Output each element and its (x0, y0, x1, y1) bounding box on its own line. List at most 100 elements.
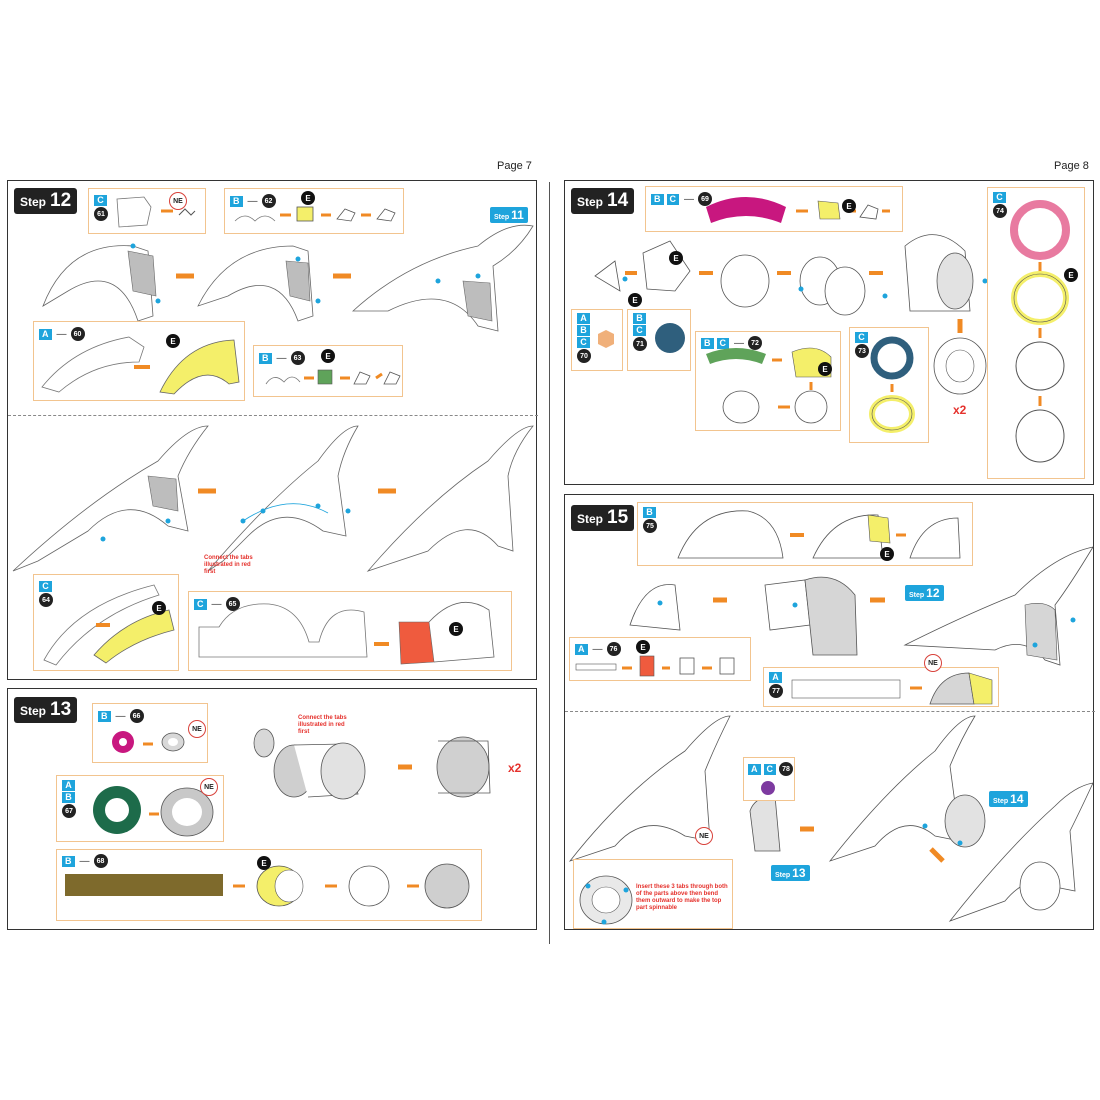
part-number: 63 (290, 351, 305, 365)
part-76-drawing (575, 655, 735, 677)
step-number: 12 (50, 190, 72, 211)
sheet-tag: B (577, 325, 590, 336)
step-12-wheel-arch-sequence (12, 425, 534, 572)
part-77-box: A 77 NE (763, 654, 999, 707)
connect-tabs-note: Connect the tabs illustrated in red firs… (298, 715, 347, 735)
part-66-box: B — 66 NE (92, 703, 208, 763)
step-15-assembly-sequence (629, 546, 1094, 666)
part-67-box: A B 67 NE (56, 775, 224, 842)
part-61-drawing (116, 196, 196, 228)
step-word: Step (20, 195, 47, 209)
step-12-badge: Step 12 (14, 188, 78, 214)
part-61-box: C 61 NE (88, 188, 206, 234)
tab-insert-detail-box: Insert these 3 tabs through both of the … (573, 859, 733, 929)
part-number: 62 (261, 194, 276, 208)
part-65-drawing (198, 602, 495, 665)
part-62-box: B — 62 E (224, 188, 404, 234)
e-marker: E (152, 601, 166, 615)
part-number: 71 (633, 337, 647, 351)
step-12-dashed-separator (8, 415, 538, 416)
part-number: 78 (779, 762, 793, 776)
part-75-drawing (677, 510, 961, 559)
sheet-tag: C (194, 598, 207, 610)
step-12-panel: Step 12 C 61 NE B — 62 E (7, 180, 538, 680)
part-70-box: A B C 70 (571, 309, 623, 371)
part-number: 61 (94, 207, 108, 221)
page-label-7: Page 7 (497, 160, 532, 172)
part-71-drawing (655, 323, 685, 353)
part-number: 73 (855, 344, 869, 358)
step-word: Step (577, 512, 604, 526)
step-number: 13 (50, 699, 72, 720)
e-marker: E (880, 547, 894, 561)
part-72-drawing (706, 347, 832, 424)
sheet-tag: C (716, 337, 729, 349)
sheet-tag: B (259, 352, 272, 364)
part-64-box: C 64 E (33, 574, 179, 671)
e-marker: E (1064, 268, 1078, 282)
sheet-tag: A (62, 780, 75, 791)
sheet-tag: A (39, 328, 52, 340)
step-13-badge: Step 13 (14, 697, 78, 723)
sheet-tag: B (643, 507, 656, 518)
sheet-tag: B (701, 337, 714, 349)
sheet-tag: A (575, 643, 588, 655)
step-12-fender-sequence (42, 224, 534, 332)
e-marker: E (669, 251, 683, 265)
sheet-tag: A (748, 763, 761, 775)
step-14-assembly-sequence (594, 234, 988, 395)
tab-insert-detail-drawing (579, 875, 633, 925)
part-74-box: C 74 E (987, 187, 1085, 479)
sheet-tag: C (666, 193, 679, 205)
ne-marker: NE (169, 192, 187, 210)
sheet-tag: C (993, 192, 1006, 203)
part-67-drawing (93, 786, 214, 837)
sheet-tag: C (855, 332, 868, 343)
part-number: 68 (93, 854, 108, 868)
part-68-drawing (65, 863, 470, 909)
part-68-box: B — 68 E (56, 849, 482, 921)
ne-marker: NE (188, 720, 206, 738)
step-15-badge: Step 15 (571, 505, 635, 531)
part-number: 69 (698, 192, 712, 206)
ne-marker: NE (924, 654, 942, 672)
step-13-cylinder-assembly (253, 728, 491, 800)
step-number: 15 (607, 507, 629, 528)
step-number: 14 (607, 190, 629, 211)
connect-tabs-note: Connect the tabs illustrated in red firs… (204, 555, 253, 575)
part-number: 76 (606, 642, 621, 656)
e-marker: E (449, 622, 463, 636)
part-73-drawing (869, 336, 915, 433)
e-marker: E (257, 856, 271, 870)
part-number: 67 (62, 804, 76, 818)
part-66-drawing (112, 731, 185, 753)
sheet-tag: A (577, 313, 590, 324)
part-60-drawing (41, 336, 240, 395)
sheet-tag: C (763, 763, 776, 775)
sheet-tag: B (62, 792, 75, 803)
part-number: 60 (70, 327, 85, 341)
part-number: 65 (225, 597, 240, 611)
part-number: 64 (39, 593, 53, 607)
sheet-tag: B (62, 855, 75, 867)
part-70-drawing (598, 330, 614, 348)
step-word: Step (577, 195, 604, 209)
part-63-box: B — 63 E (253, 345, 403, 397)
part-74-drawing (1010, 200, 1070, 463)
sheet-tag: C (633, 325, 646, 336)
part-number: 77 (769, 684, 783, 698)
part-number: 66 (129, 709, 144, 723)
multiplier-x2: x2 (953, 403, 967, 417)
page-divider (549, 182, 550, 944)
sheet-tag: B (230, 195, 243, 207)
e-marker: E (818, 362, 832, 376)
sheet-tag: C (39, 581, 52, 592)
part-62-drawing (234, 206, 396, 222)
